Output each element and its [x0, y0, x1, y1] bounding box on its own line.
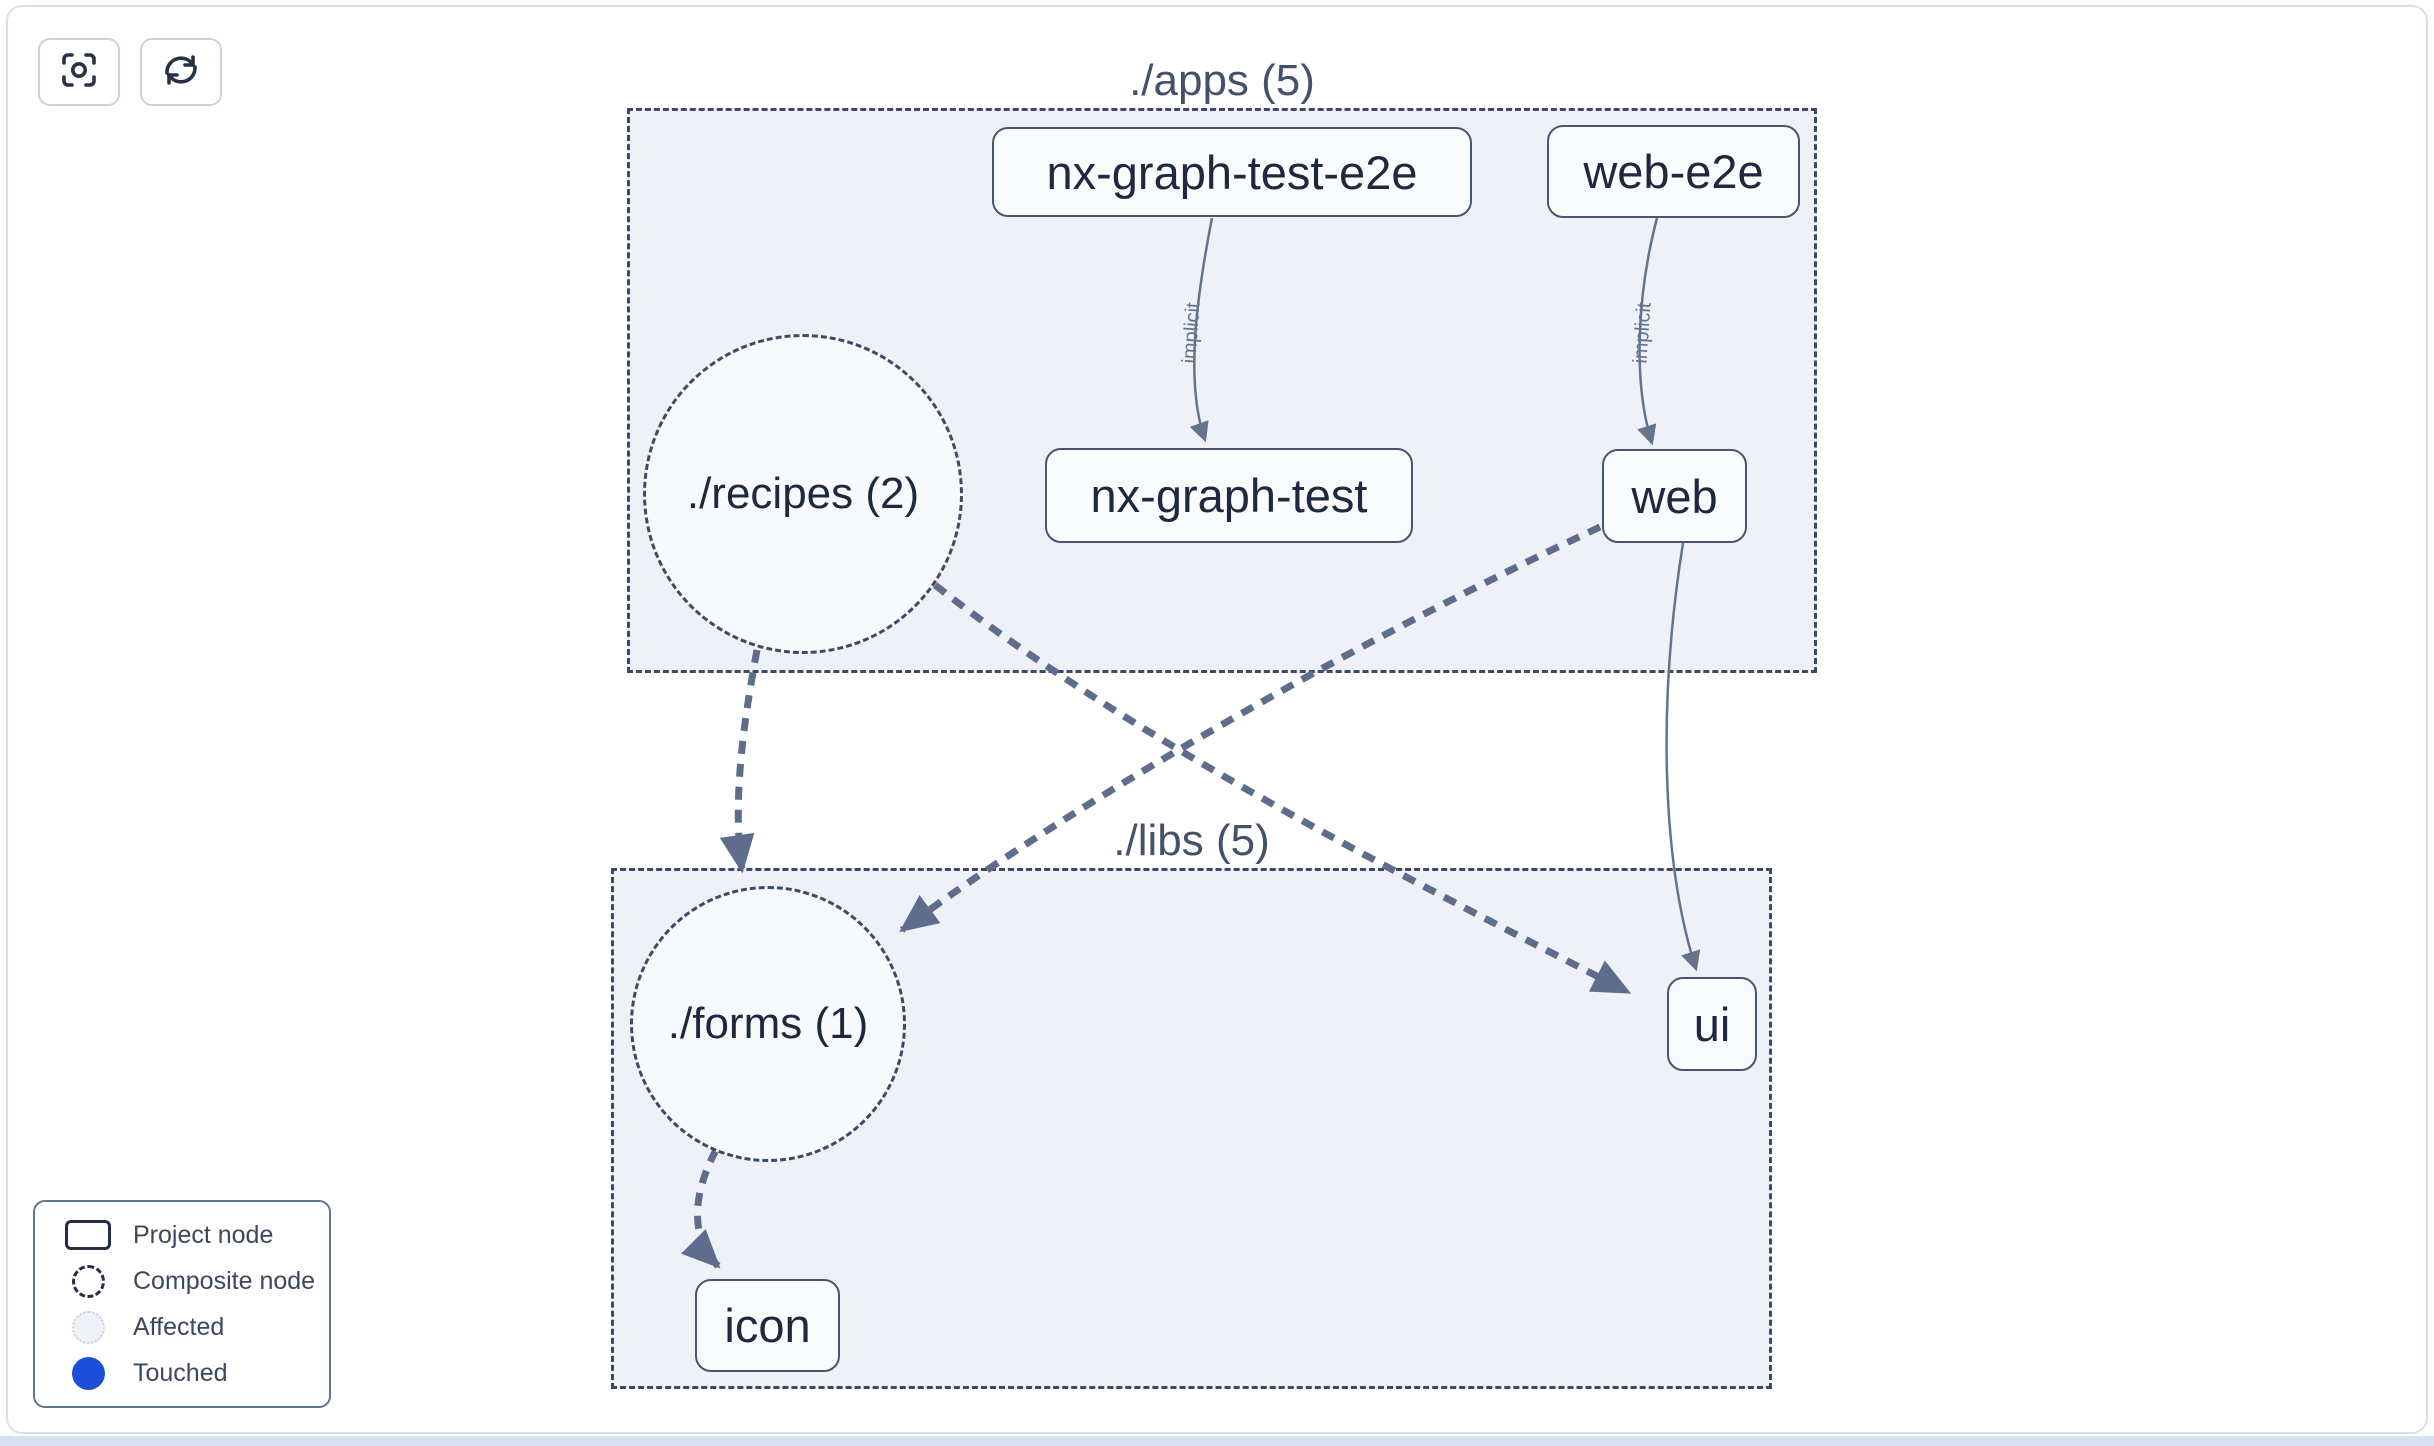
legend: Project node Composite node Affected Tou… [33, 1200, 331, 1408]
edge-label-implicit-1: implicit [1178, 301, 1205, 365]
project-node-ui[interactable]: ui [1667, 977, 1757, 1071]
legend-label-project-node: Project node [133, 1220, 274, 1249]
toolbar [38, 38, 222, 106]
project-node-nx-graph-test-label: nx-graph-test [1090, 469, 1368, 522]
legend-label-touched: Touched [133, 1358, 228, 1387]
project-node-web[interactable]: web [1602, 449, 1747, 543]
group-libs-label: ./libs (5) [1113, 816, 1270, 865]
project-node-swatch [65, 1220, 111, 1250]
project-node-nx-graph-test[interactable]: nx-graph-test [1045, 448, 1413, 543]
project-node-icon-label: icon [724, 1299, 811, 1352]
group-apps-label: ./apps (5) [1129, 56, 1315, 105]
edge-label-implicit-2: implicit [1629, 301, 1656, 365]
composite-node-forms[interactable]: ./forms (1) [630, 886, 906, 1162]
project-node-ui-label: ui [1693, 997, 1731, 1051]
legend-row-affected: Affected [59, 1304, 329, 1350]
project-node-nx-graph-test-e2e-label: nx-graph-test-e2e [1046, 145, 1418, 199]
focus-icon [59, 50, 99, 95]
legend-label-composite-node: Composite node [133, 1266, 316, 1295]
project-node-web-label: web [1631, 469, 1718, 523]
refresh-icon [160, 49, 202, 96]
composite-node-swatch [71, 1264, 105, 1298]
composite-node-forms-label: ./forms (1) [667, 999, 869, 1048]
focus-graph-button[interactable] [38, 38, 120, 106]
project-node-nx-graph-test-e2e[interactable]: nx-graph-test-e2e [992, 127, 1472, 217]
legend-label-affected: Affected [133, 1312, 225, 1341]
composite-node-recipes[interactable]: ./recipes (2) [643, 334, 963, 654]
legend-row-project-node: Project node [59, 1212, 329, 1258]
legend-row-composite-node: Composite node [59, 1258, 329, 1304]
project-node-web-e2e-label: web-e2e [1583, 145, 1764, 198]
legend-row-touched: Touched [59, 1350, 329, 1396]
refresh-button[interactable] [140, 38, 222, 106]
touched-swatch [71, 1356, 105, 1390]
bottom-strip [0, 1436, 2434, 1446]
affected-swatch [71, 1310, 105, 1344]
project-node-web-e2e[interactable]: web-e2e [1547, 125, 1800, 218]
composite-node-recipes-label: ./recipes (2) [686, 469, 920, 518]
project-node-icon[interactable]: icon [695, 1279, 840, 1372]
